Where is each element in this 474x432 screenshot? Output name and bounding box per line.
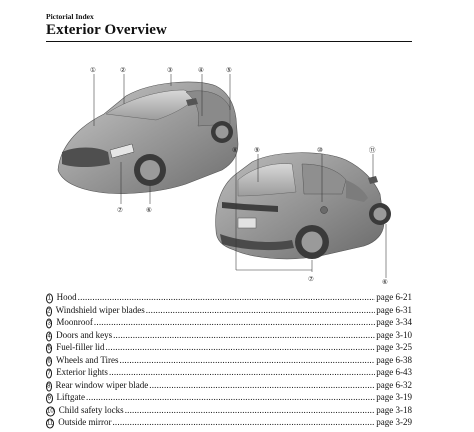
section-label: Pictorial Index [46, 12, 94, 21]
callout-7-front: ⑦ [117, 206, 123, 214]
item-number-badge: 1 [46, 293, 53, 304]
index-row-wiper-blades[interactable]: 2 Windshield wiper blades page 6-31 [46, 304, 412, 317]
index-row-liftgate[interactable]: 9 Liftgate page 3-19 [46, 391, 412, 404]
page-reference[interactable]: page 6-38 [376, 354, 412, 365]
index-label: Doors and keys [56, 329, 113, 340]
index-label: Fuel-filler lid [56, 342, 105, 353]
index-row-exterior-lights[interactable]: 7 Exterior lights page 6-43 [46, 366, 412, 379]
callout-9: ⑨ [254, 146, 260, 154]
index-row-child-safety-locks[interactable]: 10 Child safety locks page 3-18 [46, 404, 412, 417]
dot-leader [125, 404, 376, 417]
page-reference[interactable]: page 6-31 [376, 304, 412, 315]
index-label: Liftgate [56, 392, 86, 403]
page-reference[interactable]: page 3-25 [376, 342, 412, 353]
vehicle-illustration: ① ② ③ ④ ⑤ ⑦ ⑥ ⑧ ⑨ ⑩ ⑪ ⑦ ⑥ [57, 66, 391, 284]
rear-callouts: ⑧ ⑨ ⑩ ⑪ ⑦ ⑥ [232, 146, 388, 284]
dot-leader [86, 391, 375, 404]
dot-leader [120, 354, 376, 367]
rear-car [215, 152, 391, 260]
index-label: Hood [56, 292, 77, 302]
page-title: Exterior Overview [46, 22, 167, 38]
item-number-badge: 7 [46, 368, 53, 379]
dot-leader [146, 304, 376, 317]
item-number-badge: 2 [46, 306, 52, 317]
page-reference[interactable]: page 6-43 [376, 367, 412, 378]
page-reference[interactable]: page 6-21 [376, 292, 412, 302]
callout-11: ⑪ [369, 146, 376, 154]
item-number-badge: 10 [46, 406, 55, 417]
dot-leader [109, 366, 375, 379]
item-number-badge: 8 [46, 381, 52, 392]
callout-lines [93, 74, 387, 278]
dot-leader [78, 291, 376, 304]
front-callouts: ① ② ③ ④ ⑤ ⑦ ⑥ [90, 66, 232, 214]
callout-5: ⑤ [226, 66, 232, 74]
front-car [57, 81, 239, 194]
page-reference[interactable]: page 3-19 [376, 392, 412, 403]
dot-leader [149, 379, 375, 392]
page-header: Pictorial Index Exterior Overview [46, 12, 412, 39]
index-label: Child safety locks [58, 404, 124, 415]
item-number-badge: 9 [46, 393, 53, 404]
callout-8: ⑧ [232, 146, 238, 154]
callout-3: ③ [167, 66, 173, 74]
item-number-badge: 4 [46, 331, 53, 342]
index-row-doors-keys[interactable]: 4 Doors and keys page 3-10 [46, 329, 412, 342]
dot-leader [113, 329, 375, 342]
index-row-rear-wiper-blade[interactable]: 8 Rear window wiper blade page 6-32 [46, 379, 412, 392]
callout-4: ④ [198, 66, 204, 74]
index-row-wheels-tires[interactable]: 6 Wheels and Tires page 6-38 [46, 354, 412, 367]
item-number-badge: 6 [46, 356, 53, 367]
item-number-badge: 11 [46, 418, 55, 429]
index-row-hood[interactable]: 1 Hood page 6-21 [46, 291, 412, 304]
dot-leader [105, 341, 375, 354]
index-label: Moonroof [56, 317, 93, 328]
index-row-fuel-filler-lid[interactable]: 5 Fuel-filler lid page 3-25 [46, 341, 412, 354]
index-label: Outside mirror [58, 417, 112, 428]
callout-6-rear: ⑥ [382, 278, 388, 284]
page-reference[interactable]: page 3-34 [376, 317, 412, 328]
item-number-badge: 3 [46, 318, 53, 329]
index-label: Exterior lights [56, 367, 108, 378]
index-label: Wheels and Tires [56, 354, 119, 365]
page-reference[interactable]: page 3-18 [376, 404, 412, 415]
index-row-outside-mirror[interactable]: 11 Outside mirror page 3-29 [46, 416, 412, 429]
index-label: Rear window wiper blade [55, 379, 149, 390]
item-number-badge: 5 [46, 343, 53, 354]
callout-2: ② [120, 66, 126, 74]
callout-7-rear: ⑦ [308, 275, 314, 283]
exterior-index-list: 1 Hood page 6-21 2 Windshield wiper blad… [46, 291, 412, 429]
page-reference[interactable]: page 3-29 [376, 417, 412, 428]
page-reference[interactable]: page 3-10 [376, 329, 412, 340]
dot-leader [94, 316, 375, 329]
index-label: Windshield wiper blades [55, 304, 145, 315]
callout-1: ① [90, 66, 96, 74]
callout-10: ⑩ [317, 146, 323, 154]
page-reference[interactable]: page 6-32 [376, 379, 412, 390]
callout-6-front: ⑥ [146, 206, 152, 214]
index-row-moonroof[interactable]: 3 Moonroof page 3-34 [46, 316, 412, 329]
title-rule [46, 41, 412, 43]
dot-leader [112, 416, 375, 429]
